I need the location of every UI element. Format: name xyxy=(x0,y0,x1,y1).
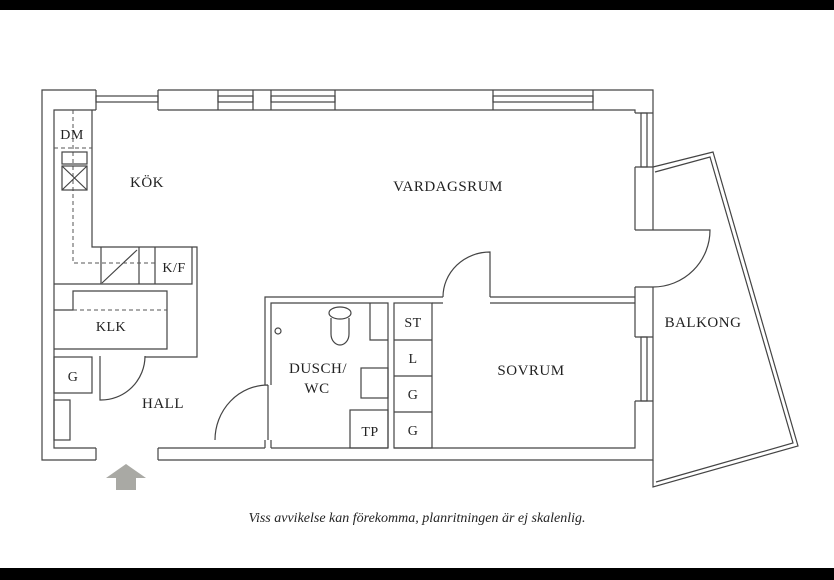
label-kf: K/F xyxy=(162,261,185,276)
bathroom xyxy=(214,296,443,449)
label-vardagsrum: VARDAGSRUM xyxy=(393,179,503,195)
hall-fixtures xyxy=(53,290,168,441)
label-dusch: DUSCH/ xyxy=(289,361,347,377)
label-g2: G xyxy=(408,424,419,439)
stove-icon xyxy=(61,151,88,165)
disclaimer-caption: Viss avvikelse kan förekomma, planritnin… xyxy=(248,511,586,526)
sink-icon xyxy=(360,367,389,399)
bedroom-door[interactable] xyxy=(442,251,491,298)
label-g1: G xyxy=(408,388,419,403)
label-wc: WC xyxy=(304,381,329,397)
bedroom-walls xyxy=(432,251,635,304)
label-l: L xyxy=(408,352,417,367)
bathroom-door[interactable] xyxy=(214,384,269,441)
balcony xyxy=(652,151,799,488)
top-black-bar xyxy=(0,0,834,10)
label-sovrum: SOVRUM xyxy=(497,363,564,379)
hall-door[interactable] xyxy=(99,355,146,401)
label-dm: DM xyxy=(60,128,84,143)
toilet-icon xyxy=(328,306,352,320)
windows xyxy=(95,90,653,402)
bottom-black-bar xyxy=(0,568,834,580)
fridge-icon xyxy=(61,165,88,191)
label-g-hall: G xyxy=(68,370,79,385)
kitchen-counter xyxy=(54,110,198,358)
outer-walls xyxy=(41,89,654,461)
entrance-arrow-icon xyxy=(106,464,146,490)
label-st: ST xyxy=(404,316,421,331)
label-klk: KLK xyxy=(96,320,126,335)
label-kok: KÖK xyxy=(130,174,164,191)
label-balkong: BALKONG xyxy=(665,315,742,331)
closets xyxy=(393,302,433,449)
balcony-door[interactable] xyxy=(635,229,711,288)
label-hall: HALL xyxy=(142,396,184,412)
label-tp: TP xyxy=(361,425,378,440)
